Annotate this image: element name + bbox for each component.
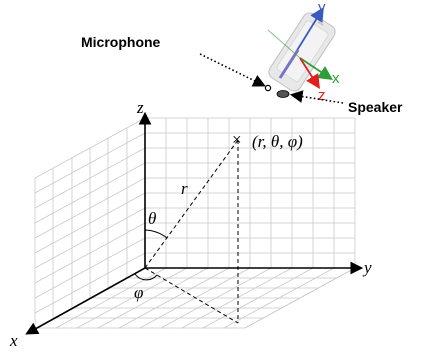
z-axis-label: z bbox=[136, 98, 144, 117]
phone-x-label: x bbox=[332, 70, 340, 87]
phi-arc bbox=[134, 273, 158, 281]
point-coordinates-label: (r, θ, φ) bbox=[252, 132, 303, 151]
left-wall-grid bbox=[34, 117, 146, 328]
phone-y-axis bbox=[295, 6, 324, 53]
speaker-label: Speaker bbox=[348, 99, 403, 115]
microphone-callout bbox=[199, 53, 266, 87]
back-wall-grid bbox=[145, 117, 356, 268]
y-axis-label: y bbox=[362, 258, 372, 277]
phone-z-label: z bbox=[318, 87, 326, 104]
theta-label: θ bbox=[148, 209, 156, 228]
radius-line bbox=[144, 139, 239, 269]
phone-x-axis bbox=[299, 57, 333, 80]
floor-projection-line bbox=[144, 267, 239, 324]
microphone-dot bbox=[264, 84, 272, 92]
phone-center-line bbox=[278, 49, 300, 79]
phone-y-label: y bbox=[318, 0, 326, 16]
phi-label: φ bbox=[134, 283, 143, 302]
phone bbox=[268, 12, 336, 92]
floor-grid bbox=[35, 267, 356, 329]
speaker-callout bbox=[289, 90, 344, 104]
theta-arc bbox=[144, 229, 168, 239]
x-axis-label: x bbox=[9, 331, 18, 350]
radius-label: r bbox=[181, 179, 188, 198]
x-axis bbox=[25, 267, 146, 335]
point-marker: × bbox=[232, 130, 242, 149]
speaker-ellipse bbox=[276, 90, 290, 98]
microphone-label: Microphone bbox=[81, 34, 161, 50]
phone-screen bbox=[276, 20, 329, 82]
phone-z-axis bbox=[299, 57, 320, 90]
